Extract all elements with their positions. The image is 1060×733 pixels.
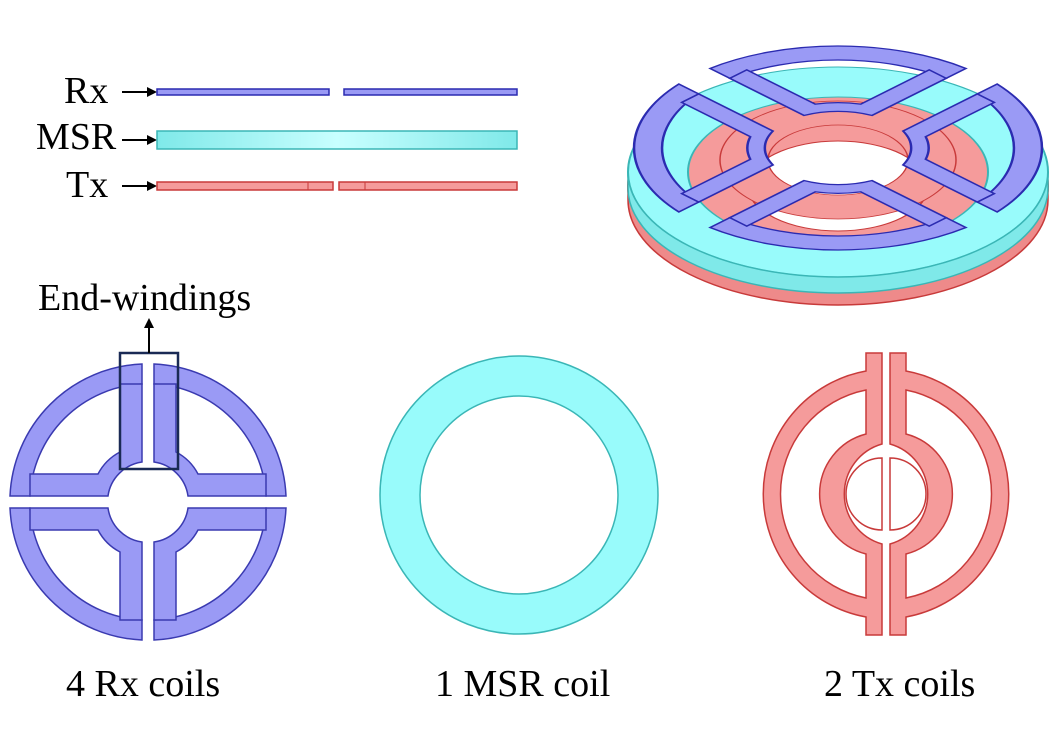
msr-side-view <box>156 130 518 150</box>
msr-coil-caption: 1 MSR coil <box>435 663 611 705</box>
msr-coil-topview <box>379 355 659 635</box>
rx-coils-caption: 4 Rx coils <box>66 663 221 705</box>
tx-coils-topview <box>762 352 1010 636</box>
rx-side-view <box>156 88 518 96</box>
tx-coils-caption: 2 Tx coils <box>824 663 976 705</box>
rx-label: Rx <box>64 70 109 112</box>
msr-label: MSR <box>36 116 117 158</box>
tx-side-view <box>156 181 518 191</box>
rx-coils-topview <box>9 363 287 641</box>
coil-stack-3d <box>626 45 1050 306</box>
tx-label: Tx <box>66 164 109 206</box>
end-windings-label: End-windings <box>38 277 252 319</box>
